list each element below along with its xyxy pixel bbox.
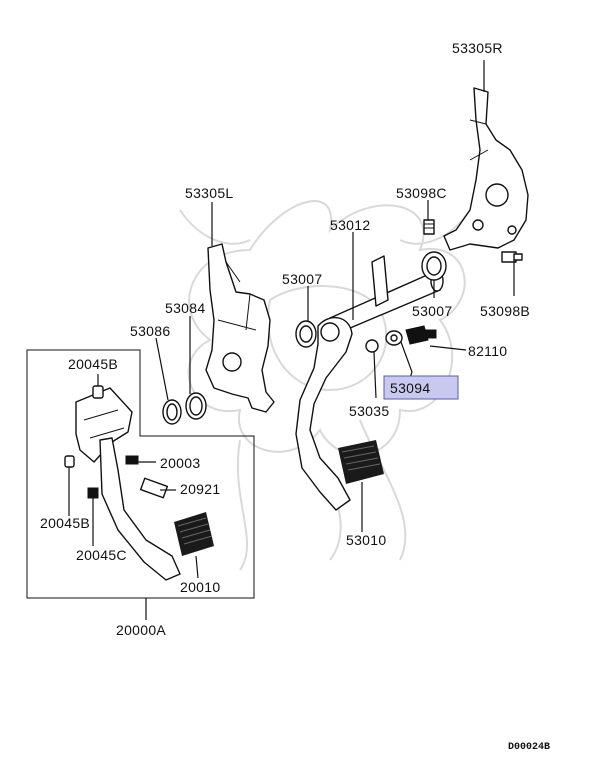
- label-53010[interactable]: 53010: [346, 532, 386, 548]
- label-53086[interactable]: 53086: [130, 323, 170, 339]
- bushing-53035[interactable]: [365, 339, 379, 353]
- label-53007-left[interactable]: 53007: [282, 271, 322, 287]
- bolt-53098B[interactable]: [501, 251, 523, 263]
- bumper-20045B-top[interactable]: [92, 385, 104, 399]
- switch-20921[interactable]: [139, 477, 169, 499]
- brake-pedal-pad[interactable]: [338, 440, 384, 484]
- bolt-20003[interactable]: [125, 455, 139, 465]
- label-53084[interactable]: 53084: [165, 300, 205, 316]
- bumper-20045B-low[interactable]: [64, 455, 75, 468]
- assembly-box-20000A[interactable]: [26, 349, 255, 599]
- washer-53094[interactable]: [385, 330, 403, 346]
- label-53035[interactable]: 53035: [349, 403, 389, 419]
- bushing-53007-right[interactable]: [421, 251, 447, 281]
- label-53094[interactable]: 53094: [390, 380, 430, 396]
- label-53007-right[interactable]: 53007: [412, 303, 452, 319]
- label-20010[interactable]: 20010: [180, 579, 220, 595]
- label-20000A[interactable]: 20000A: [116, 622, 166, 638]
- bolt-53098C[interactable]: [423, 219, 435, 235]
- diagram-code: D00024B: [508, 742, 550, 753]
- clutch-pedal-arm-20010[interactable]: [99, 437, 181, 581]
- label-53098B[interactable]: 53098B: [480, 303, 530, 319]
- brake-pedal-arm-53010[interactable]: [295, 316, 353, 511]
- label-20045C[interactable]: 20045C: [76, 547, 127, 563]
- label-82110[interactable]: 82110: [468, 343, 507, 359]
- switch-82110[interactable]: [405, 325, 437, 345]
- bushing-53084[interactable]: [185, 392, 207, 420]
- label-53012[interactable]: 53012: [330, 217, 370, 233]
- clutch-pedal-pad[interactable]: [174, 512, 214, 556]
- label-53305R[interactable]: 53305R: [452, 40, 503, 56]
- label-20921[interactable]: 20921: [180, 481, 220, 497]
- part-labels: 53305R 53305L 53098C 53012 53007 53007 5…: [40, 40, 550, 753]
- clip-20045C[interactable]: [87, 487, 99, 499]
- highlight-53094: [383, 375, 459, 400]
- label-20003[interactable]: 20003: [160, 455, 200, 471]
- bushing-53007-left[interactable]: [295, 320, 317, 348]
- label-20045B-low[interactable]: 20045B: [40, 515, 90, 531]
- bracket-right[interactable]: [443, 87, 529, 251]
- bracket-left[interactable]: [205, 243, 275, 413]
- label-53305L[interactable]: 53305L: [185, 185, 234, 201]
- label-53098C[interactable]: 53098C: [396, 185, 447, 201]
- clip-53086[interactable]: [162, 399, 182, 425]
- leader-lines: [68, 60, 515, 620]
- label-20045B-top[interactable]: 20045B: [68, 356, 118, 372]
